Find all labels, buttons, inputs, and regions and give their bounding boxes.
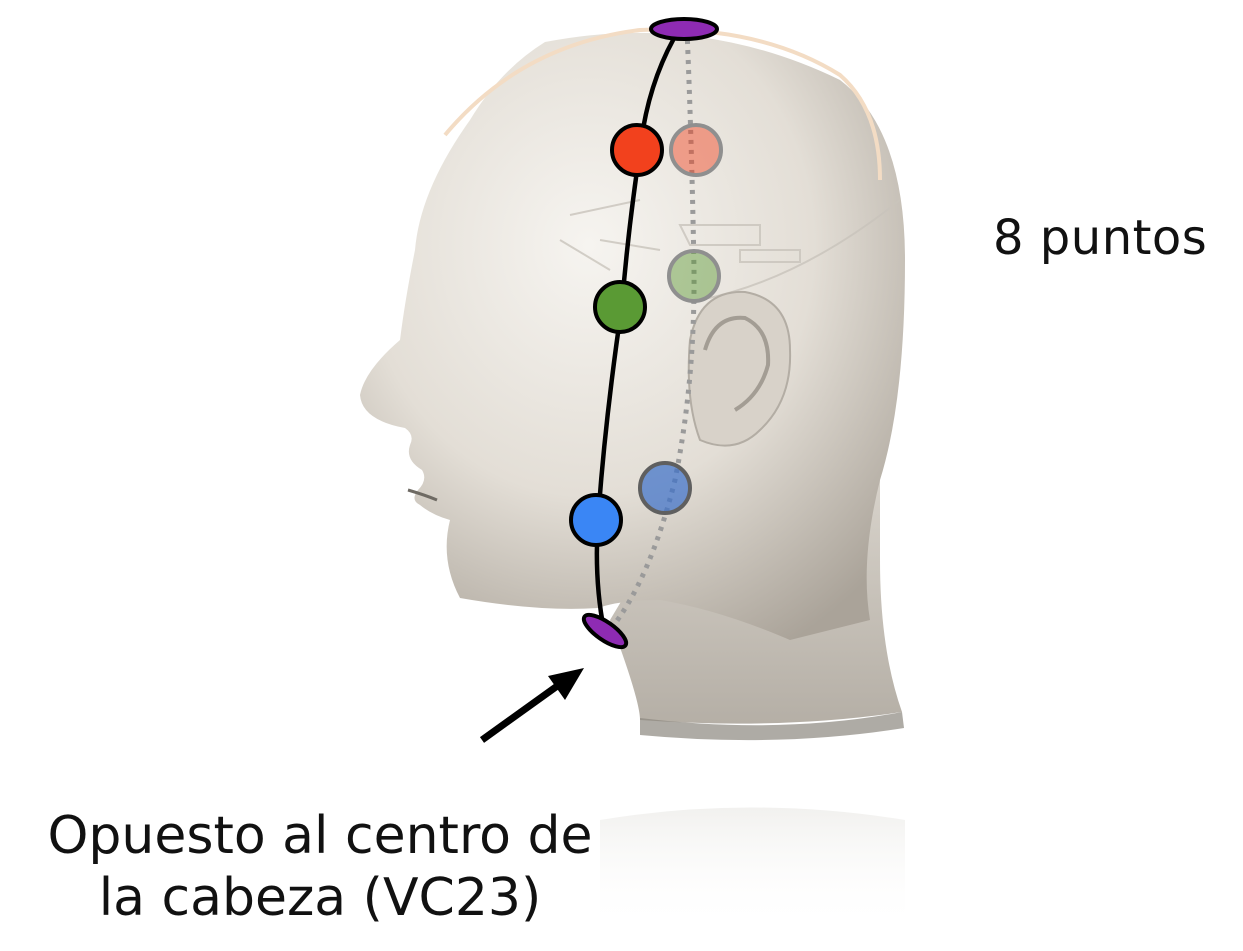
caption-line-1: Opuesto al centro de [47,806,593,866]
arrow-up-right-icon [479,668,584,743]
head-profile-icon [360,32,905,640]
point-middle-front [593,280,647,334]
head-reflection [600,807,905,930]
neck-base-shadow [640,712,904,741]
ear-inner [703,315,771,412]
point-top-front [610,123,664,177]
caption-line-2: la cabeza (VC23) [98,868,542,928]
point-top-back [669,123,723,177]
point-bottom-front [569,493,623,547]
vc23-point [581,612,629,650]
points-count-label: 8 puntos [993,210,1208,266]
vc23-caption: Opuesto al centro de la cabeza (VC23) [20,805,620,929]
point-bottom-back [638,461,692,515]
point-middle-back [667,249,721,303]
dotted-meridian [608,29,697,632]
vertex-point-top [649,17,719,41]
mouth [407,488,438,502]
